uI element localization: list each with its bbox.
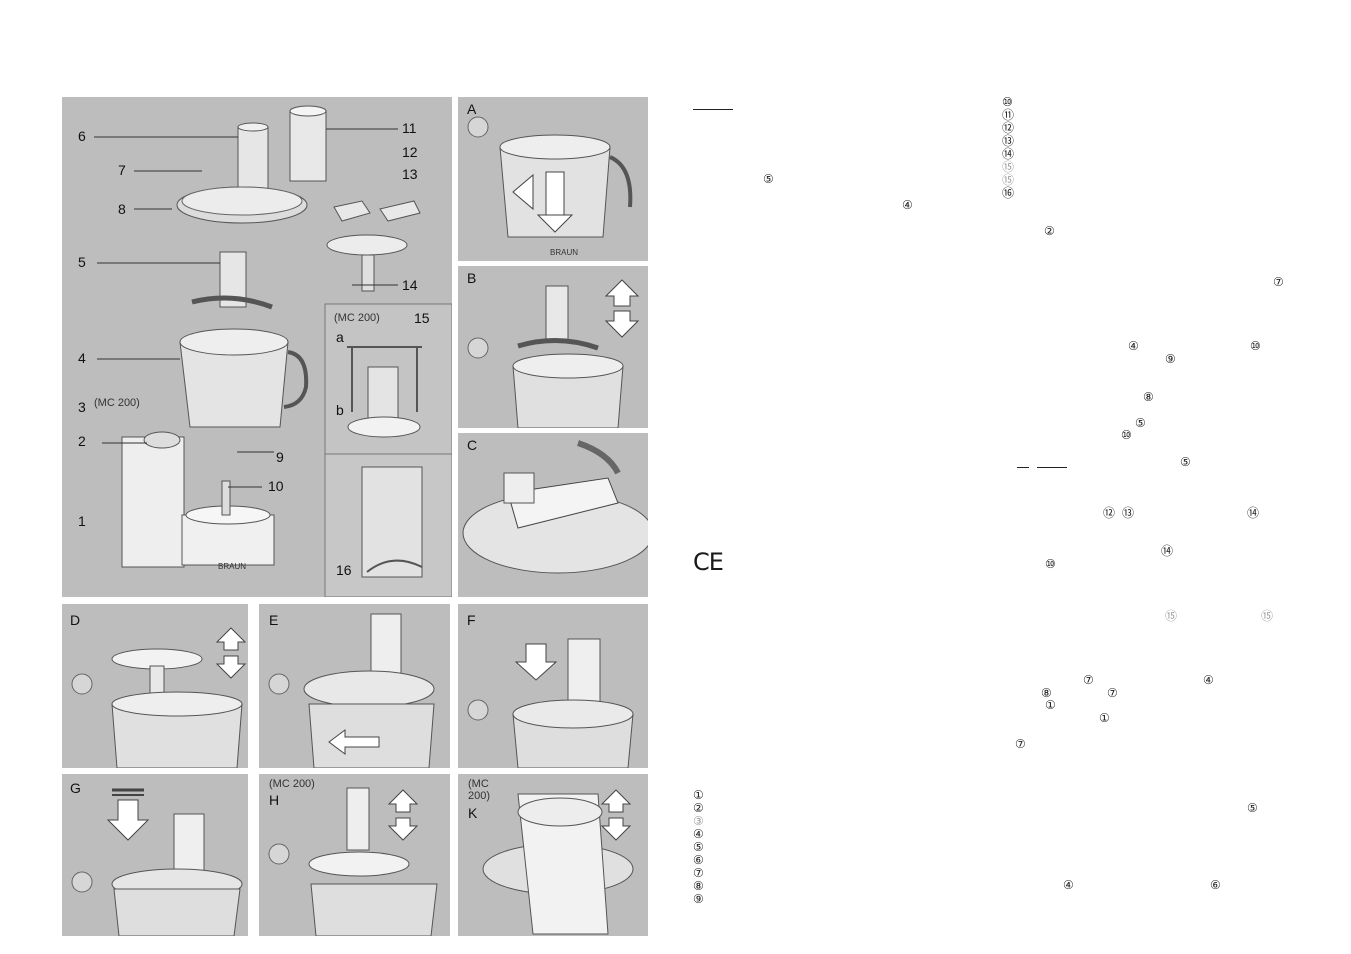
panel-f-drawing — [458, 604, 648, 768]
marker-7-right: ⑦ — [1083, 674, 1094, 687]
brand-logo-a: BRAUN — [550, 247, 578, 259]
panel-b-drawing — [458, 266, 648, 428]
panel-h: (MC 200) H — [259, 774, 450, 936]
panel-e-drawing — [259, 604, 450, 768]
legend-left-item: ⑨ — [693, 893, 704, 906]
panel-g: G — [62, 774, 248, 936]
mc200-label-3: (MC 200) — [94, 397, 140, 409]
marker-5-right: ⑤ — [1247, 802, 1258, 815]
part-number-16: 16 — [336, 562, 352, 578]
marker-15-right: ⑮ — [1261, 610, 1273, 623]
panel-label-c: C — [467, 437, 477, 453]
mc200-label-15: (MC 200) — [334, 312, 380, 324]
panel-c-drawing — [458, 433, 648, 597]
part-number-12: 12 — [402, 144, 418, 160]
part-number-11: 11 — [402, 120, 417, 136]
part-number-6: 6 — [78, 128, 86, 144]
sub-label-b: b — [336, 402, 344, 418]
part-number-14: 14 — [402, 277, 418, 293]
marker-2-right: ② — [1044, 225, 1055, 238]
marker-4-right: ④ — [1128, 340, 1139, 353]
heading-underline-left — [693, 109, 733, 110]
panel-g-drawing — [62, 774, 248, 936]
panel-h-note: (MC 200) — [269, 778, 315, 790]
panel-label-h: H — [269, 792, 279, 808]
panel-e: E — [259, 604, 450, 768]
part-number-3: 3 — [78, 399, 86, 415]
marker-13-right: ⑬ — [1122, 507, 1134, 520]
part-number-2: 2 — [78, 433, 86, 449]
sub-label-a: a — [336, 329, 344, 345]
panel-h-drawing — [259, 774, 450, 936]
marker-1-right: ① — [1099, 712, 1110, 725]
panel-c: C — [458, 433, 648, 597]
panel-k: (MC 200) K — [458, 774, 648, 936]
marker-4-left: ④ — [902, 199, 913, 212]
underline-short — [1017, 467, 1029, 468]
marker-8-right: ⑧ — [1143, 391, 1154, 404]
marker-5-left: ⑤ — [763, 173, 774, 186]
underline-right — [1037, 467, 1067, 468]
marker-12-right: ⑫ — [1103, 507, 1115, 520]
exploded-view-figure: 6 7 8 5 4 (MC 200) 3 2 9 10 1 11 12 13 1… — [62, 97, 452, 597]
ce-mark: CE — [693, 548, 723, 576]
brand-logo-base: BRAUN — [218, 561, 246, 573]
part-number-15: 15 — [414, 310, 430, 326]
part-number-1: 1 — [78, 513, 86, 529]
panel-f: F — [458, 604, 648, 768]
marker-14-right: ⑭ — [1161, 545, 1173, 558]
panel-label-a: A — [467, 101, 476, 117]
panel-label-e: E — [269, 612, 278, 628]
panel-label-f: F — [467, 612, 476, 628]
panel-label-g: G — [70, 780, 81, 796]
panel-d-drawing — [62, 604, 248, 768]
marker-5-right: ⑤ — [1180, 456, 1191, 469]
marker-15-right: ⑮ — [1165, 610, 1177, 623]
panel-k-note-2: 200) — [468, 790, 490, 802]
panel-label-b: B — [467, 270, 476, 286]
marker-10-right: ⑩ — [1121, 429, 1132, 442]
marker-1-right: ① — [1045, 699, 1056, 712]
panel-b: B — [458, 266, 648, 428]
part-number-5: 5 — [78, 254, 86, 270]
legend-right-item: ⑯ — [1002, 187, 1014, 200]
part-number-7: 7 — [118, 162, 126, 178]
marker-9-right: ⑨ — [1165, 353, 1176, 366]
panel-a: A BRAUN — [458, 97, 648, 261]
part-number-4: 4 — [78, 350, 86, 366]
marker-5-right: ⑤ — [1135, 417, 1146, 430]
part-number-13: 13 — [402, 166, 418, 182]
marker-7-right: ⑦ — [1107, 687, 1118, 700]
part-number-8: 8 — [118, 201, 126, 217]
panel-d: D — [62, 604, 248, 768]
marker-4-right: ④ — [1203, 674, 1214, 687]
marker-4-right: ④ — [1063, 879, 1074, 892]
marker-14-right: ⑭ — [1247, 507, 1259, 520]
panel-label-k: K — [468, 805, 477, 821]
marker-10-right: ⑩ — [1045, 558, 1056, 571]
marker-7-right: ⑦ — [1273, 276, 1284, 289]
panel-a-drawing — [458, 97, 648, 261]
panel-label-d: D — [70, 612, 80, 628]
marker-6-right: ⑥ — [1210, 879, 1221, 892]
panel-k-note-1: (MC — [468, 778, 489, 790]
part-number-10: 10 — [268, 478, 284, 494]
part-number-9: 9 — [276, 449, 284, 465]
marker-10-right: ⑩ — [1250, 340, 1261, 353]
marker-7-right: ⑦ — [1015, 738, 1026, 751]
